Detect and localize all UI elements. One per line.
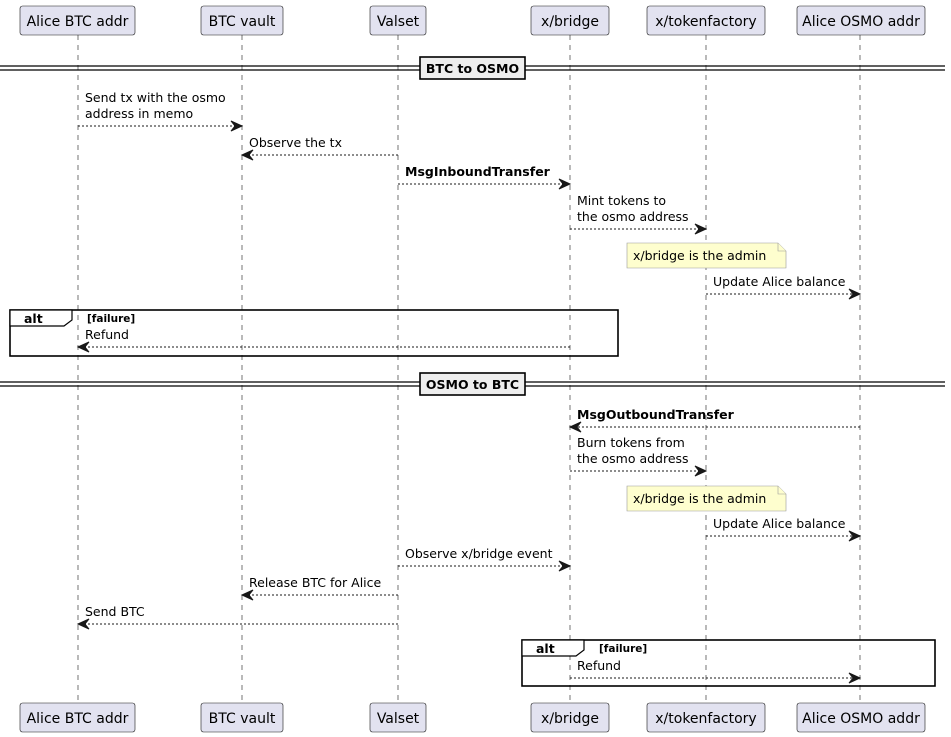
message-label: Burn tokens from <box>577 435 685 450</box>
message-label: address in memo <box>85 106 193 121</box>
message-arrowhead <box>240 589 254 601</box>
participant-label: x/bridge <box>541 14 599 30</box>
message-label: Refund <box>85 327 129 342</box>
message-arrowhead <box>76 618 90 630</box>
message-label: the osmo address <box>577 209 689 224</box>
participant-label: Valset <box>377 14 420 30</box>
alt-keyword: alt <box>536 641 555 656</box>
alt-frame-tab <box>521 639 585 657</box>
alt-keyword: alt <box>24 311 43 326</box>
section-divider-box <box>419 372 526 396</box>
message-arrowhead <box>848 672 862 684</box>
message-arrowhead <box>558 560 572 572</box>
participant-label: x/tokenfactory <box>655 711 756 727</box>
participant-alice-osmo <box>796 702 926 733</box>
alt-frame <box>521 639 936 687</box>
participant-label: Alice BTC addr <box>27 14 129 30</box>
message-label: Update Alice balance <box>713 516 846 531</box>
alt-frame <box>9 309 619 357</box>
message-label: Observe the tx <box>249 135 342 150</box>
message-label: Update Alice balance <box>713 274 846 289</box>
section-divider-box <box>419 56 526 80</box>
participant-x-tokenfactory <box>646 702 766 733</box>
message-label: Release BTC for Alice <box>249 575 382 590</box>
participant-label: x/tokenfactory <box>655 14 756 30</box>
participant-label: BTC vault <box>209 711 276 727</box>
participant-label: Alice OSMO addr <box>802 711 920 727</box>
message-arrowhead <box>694 465 708 477</box>
alt-guard: [failure] <box>599 643 647 655</box>
message-arrowhead <box>240 149 254 161</box>
message-arrowhead <box>230 120 244 132</box>
participant-x-bridge <box>530 702 610 733</box>
note-text: x/bridge is the admin <box>633 491 766 506</box>
participant-alice-btc <box>19 5 136 36</box>
message-label: Send BTC <box>85 604 145 619</box>
message-label: Refund <box>577 658 621 673</box>
message-label: Observe x/bridge event <box>405 546 553 561</box>
participant-label: BTC vault <box>209 14 276 30</box>
participant-x-bridge <box>530 5 610 36</box>
section-title: OSMO to BTC <box>426 377 519 392</box>
participant-x-tokenfactory <box>646 5 766 36</box>
message-label: Send tx with the osmo <box>85 90 226 105</box>
participant-label: Alice OSMO addr <box>802 14 920 30</box>
participant-label: Valset <box>377 711 420 727</box>
note-text: x/bridge is the admin <box>633 248 766 263</box>
message-label: the osmo address <box>577 451 689 466</box>
note-fold-corner <box>777 243 786 252</box>
participant-alice-osmo <box>796 5 926 36</box>
participant-label: Alice BTC addr <box>27 711 129 727</box>
participant-btc-vault <box>200 5 284 36</box>
message-label: Mint tokens to <box>577 193 666 208</box>
participant-label: x/bridge <box>541 711 599 727</box>
message-label: MsgOutboundTransfer <box>577 407 735 422</box>
message-arrowhead <box>76 341 90 353</box>
note <box>626 242 787 269</box>
note-fold-corner <box>777 486 786 495</box>
message-arrowhead <box>848 288 862 300</box>
section-title: BTC to OSMO <box>426 61 519 76</box>
message-arrowhead <box>848 530 862 542</box>
participant-valset <box>369 702 427 733</box>
participant-alice-btc <box>19 702 136 733</box>
message-arrowhead <box>558 178 572 190</box>
alt-guard: [failure] <box>87 313 135 325</box>
message-label: MsgInboundTransfer <box>405 164 551 179</box>
message-arrowhead <box>694 223 708 235</box>
participant-valset <box>369 5 427 36</box>
message-arrowhead <box>568 421 582 433</box>
alt-frame-tab <box>9 309 73 327</box>
note <box>626 485 787 512</box>
participant-btc-vault <box>200 702 284 733</box>
